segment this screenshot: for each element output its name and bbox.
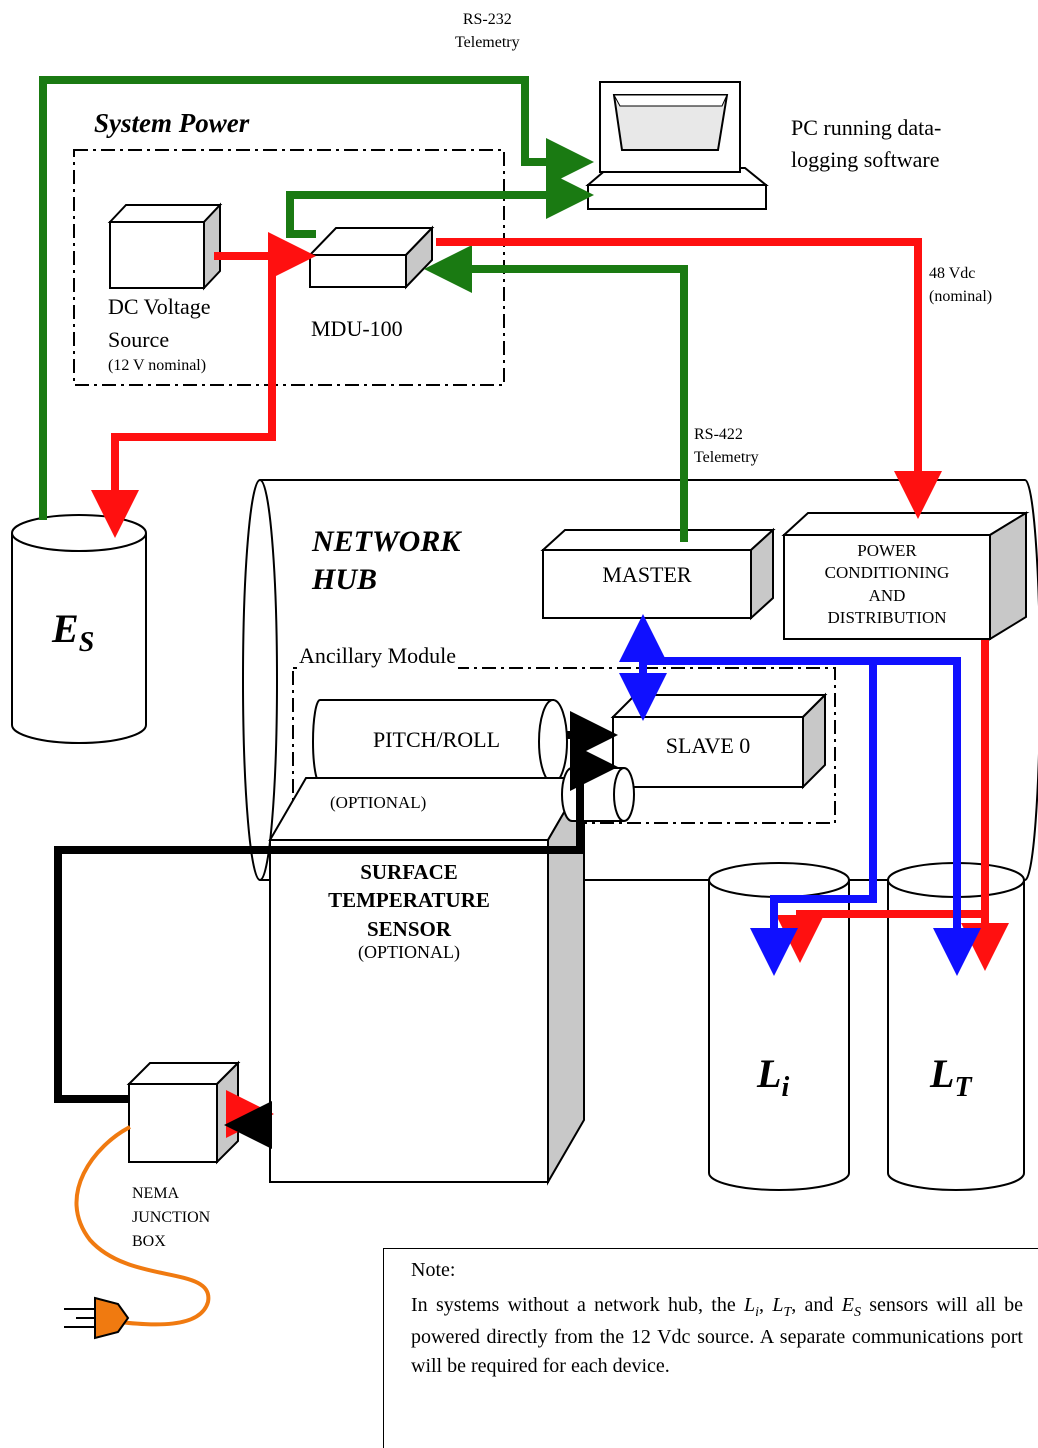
li-label-main: L	[757, 1051, 782, 1096]
rs422-label: RS-422	[694, 426, 743, 443]
hub-label: HUB	[312, 562, 378, 596]
slave0-label: SLAVE 0	[665, 733, 751, 758]
li-label: Li	[757, 1050, 789, 1104]
dc-source-nominal: (12 V nominal)	[108, 357, 207, 374]
nema-label-3: BOX	[132, 1233, 166, 1250]
sts-label-1: SURFACE	[360, 860, 458, 884]
pc-icon	[585, 81, 769, 210]
pitch-roll-optional: (OPTIONAL)	[330, 793, 427, 812]
es-label-sub: S	[78, 627, 95, 658]
lt-label: LT	[930, 1050, 972, 1104]
nema-to-slave-wire	[54, 743, 618, 1103]
rs232-telemetry-label: Telemetry	[455, 34, 520, 52]
note-box: Note: In systems without a network hub, …	[383, 1248, 1038, 1448]
vdc48-label: 48 Vdc	[929, 265, 976, 282]
ancillary-module-label: Ancillary Module	[297, 643, 459, 669]
note-text-1: In systems without a network hub, the	[411, 1294, 745, 1316]
vdc48-nominal-label: (nominal)	[929, 288, 993, 306]
rs422-wire	[424, 245, 688, 542]
note-lt-main: L	[772, 1294, 784, 1316]
master-box	[540, 527, 776, 621]
rs422-telemetry-label: Telemetry	[694, 449, 759, 467]
bus-to-li-wire	[647, 657, 877, 976]
master-label: MASTER	[602, 562, 692, 587]
note-li-sub: i	[755, 1305, 760, 1320]
lt-label-main: L	[930, 1051, 955, 1096]
pitch-roll-cylinder	[312, 699, 568, 784]
note-body: In systems without a network hub, the Li…	[411, 1291, 1023, 1381]
power-conditioning-box	[781, 511, 1030, 641]
pc-label-line2: logging software	[791, 146, 940, 172]
sts-label-2: TEMPERATURE	[328, 888, 490, 913]
pwr-to-li-wire	[776, 910, 985, 963]
power-cond-line4: DISTRIBUTION	[827, 608, 947, 628]
note-li-main: L	[744, 1294, 756, 1316]
note-text-3: , and	[791, 1294, 842, 1316]
note-text-4: sensors will all be powered directly fro…	[411, 1294, 1023, 1378]
es-label: ES	[52, 605, 94, 659]
ancillary-module-region	[292, 667, 836, 824]
mdu-pc-wire	[286, 171, 594, 238]
lt-label-sub: T	[954, 1072, 972, 1103]
system-power-title: System Power	[94, 108, 250, 138]
pitch-roll-label: PITCH/ROLL	[372, 727, 501, 752]
mdu-100-box	[307, 225, 435, 290]
dc-source-label-2: Source	[108, 327, 170, 352]
dc-voltage-source-box	[107, 202, 223, 291]
ac-cord	[74, 1125, 211, 1327]
bus-to-lt-wire	[873, 657, 981, 976]
note-es-main: E	[841, 1294, 854, 1316]
note-text-2: ,	[759, 1294, 773, 1316]
es-label-main: E	[52, 606, 79, 651]
pc-label-line1: PC running data-	[791, 115, 942, 140]
rs232-label: RS-232	[462, 11, 512, 28]
power-cond-line2: CONDITIONING	[824, 563, 950, 583]
plug-icon	[64, 1296, 130, 1340]
note-lt-sub: T	[783, 1305, 792, 1320]
mdu-label: MDU-100	[311, 316, 403, 341]
vdc48-wire	[436, 238, 942, 519]
network-label: NETWORK	[312, 525, 461, 558]
power-cond-line3: AND	[868, 585, 906, 605]
dc-to-es-wire	[91, 256, 276, 538]
sts-label-opt: (OPTIONAL)	[358, 942, 460, 963]
nema-label-1: NEMA	[132, 1185, 180, 1202]
li-label-sub: i	[781, 1072, 790, 1103]
note-title: Note:	[411, 1259, 456, 1281]
note-es-sub: S	[853, 1305, 861, 1320]
rs232-es-wire	[39, 76, 594, 520]
dc-source-label-1: DC Voltage	[108, 294, 211, 319]
nema-box-graphic	[126, 1060, 241, 1165]
sts-label-3: SENSOR	[366, 916, 452, 941]
power-cond-line1: POWER	[857, 541, 917, 560]
nema-label-2: JUNCTION	[132, 1209, 211, 1226]
